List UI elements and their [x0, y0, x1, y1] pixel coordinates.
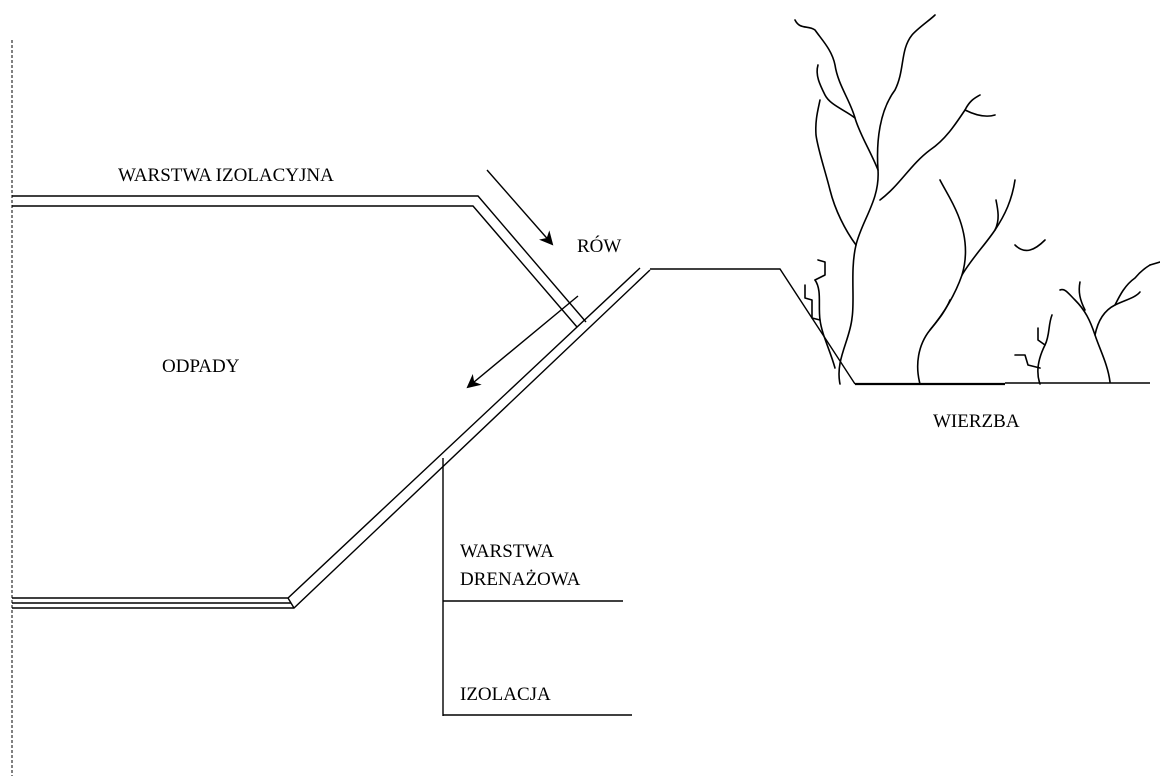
ground-and-ditch: [650, 268, 1150, 386]
label-insulation-layer: WARSTWA IZOLACYJNA: [118, 165, 334, 186]
arrow-down-into-ditch: [486, 169, 554, 246]
label-ditch: RÓW: [577, 235, 621, 257]
willow-trees-illustration: [794, 14, 1160, 385]
bottom-liner: [12, 267, 651, 609]
label-willow: WIERZBA: [933, 411, 1020, 432]
label-insulation: IZOLACJA: [460, 684, 551, 705]
arrow-down-slope: [466, 295, 579, 389]
label-drainage-layer-line2: DRENAŻOWA: [460, 569, 581, 590]
label-waste: ODPADY: [162, 356, 240, 377]
label-drainage-layer-line1: WARSTWA: [460, 541, 554, 562]
label-leaders: [442, 458, 632, 716]
top-cover-layer: [12, 195, 587, 328]
